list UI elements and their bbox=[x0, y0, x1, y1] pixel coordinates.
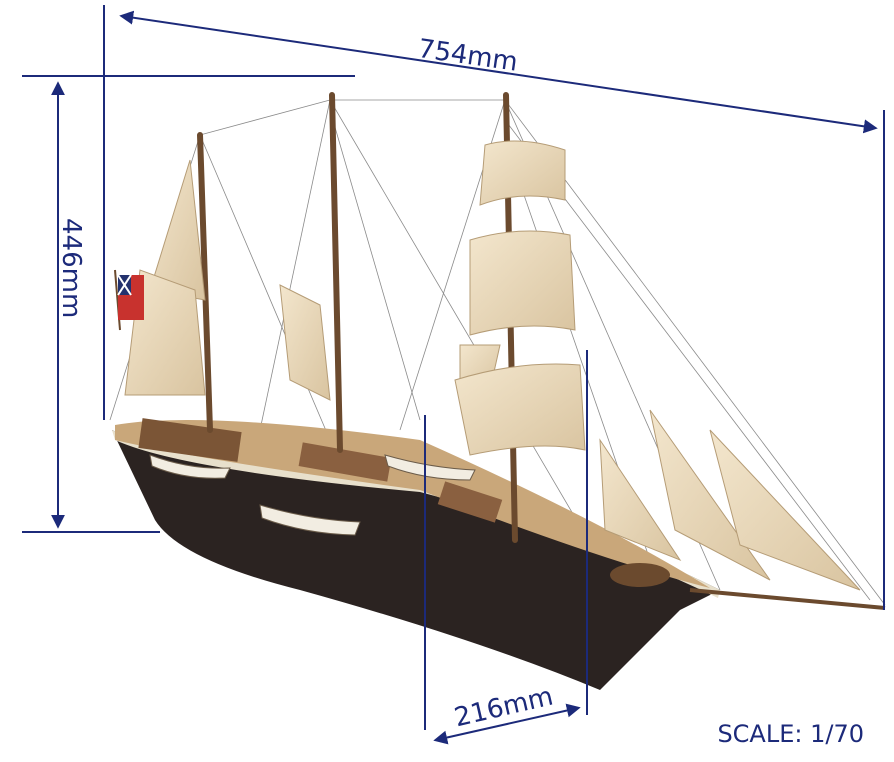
sails bbox=[124, 140, 861, 591]
hull bbox=[112, 430, 720, 690]
bowsprit bbox=[689, 588, 886, 610]
height-dimension-label: 446mm bbox=[56, 218, 86, 319]
lifeboats bbox=[149, 454, 476, 536]
beam-dimension-arrow bbox=[433, 703, 581, 745]
deck bbox=[115, 418, 710, 588]
ensign-flag bbox=[114, 269, 144, 331]
length-dimension-arrow bbox=[119, 10, 878, 134]
scale-label: SCALE: 1/70 bbox=[717, 720, 864, 748]
dimension-lines bbox=[22, 5, 885, 745]
